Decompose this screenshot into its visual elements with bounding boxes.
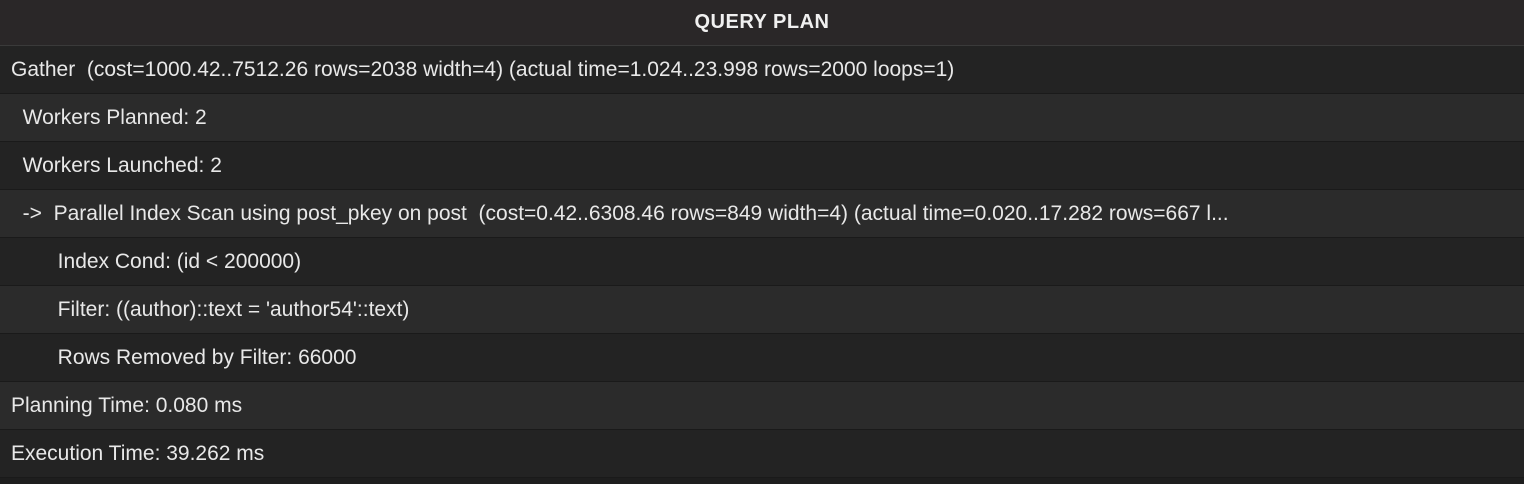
- table-row[interactable]: Workers Launched: 2: [0, 142, 1524, 190]
- result-rows: Gather (cost=1000.42..7512.26 rows=2038 …: [0, 46, 1524, 478]
- table-row[interactable]: Index Cond: (id < 200000): [0, 238, 1524, 286]
- query-plan-cell[interactable]: Execution Time: 39.262 ms: [11, 441, 265, 465]
- query-plan-cell[interactable]: -> Parallel Index Scan using post_pkey o…: [11, 201, 1229, 225]
- query-plan-cell[interactable]: Filter: ((author)::text = 'author54'::te…: [11, 297, 410, 321]
- query-plan-cell[interactable]: Planning Time: 0.080 ms: [11, 393, 243, 417]
- table-row[interactable]: Rows Removed by Filter: 66000: [0, 334, 1524, 382]
- table-row[interactable]: Filter: ((author)::text = 'author54'::te…: [0, 286, 1524, 334]
- column-header-label: QUERY PLAN: [694, 11, 830, 33]
- table-row[interactable]: -> Parallel Index Scan using post_pkey o…: [0, 190, 1524, 238]
- table-row[interactable]: Gather (cost=1000.42..7512.26 rows=2038 …: [0, 46, 1524, 94]
- table-row[interactable]: Planning Time: 0.080 ms: [0, 382, 1524, 430]
- query-plan-cell[interactable]: Index Cond: (id < 200000): [11, 249, 302, 273]
- query-plan-cell[interactable]: Gather (cost=1000.42..7512.26 rows=2038 …: [11, 57, 955, 81]
- query-plan-cell[interactable]: Workers Planned: 2: [11, 105, 207, 129]
- column-header-query-plan[interactable]: QUERY PLAN: [0, 0, 1524, 46]
- table-row[interactable]: Workers Planned: 2: [0, 94, 1524, 142]
- table-row[interactable]: Execution Time: 39.262 ms: [0, 430, 1524, 478]
- query-plan-cell[interactable]: Rows Removed by Filter: 66000: [11, 345, 357, 369]
- query-plan-cell[interactable]: Workers Launched: 2: [11, 153, 222, 177]
